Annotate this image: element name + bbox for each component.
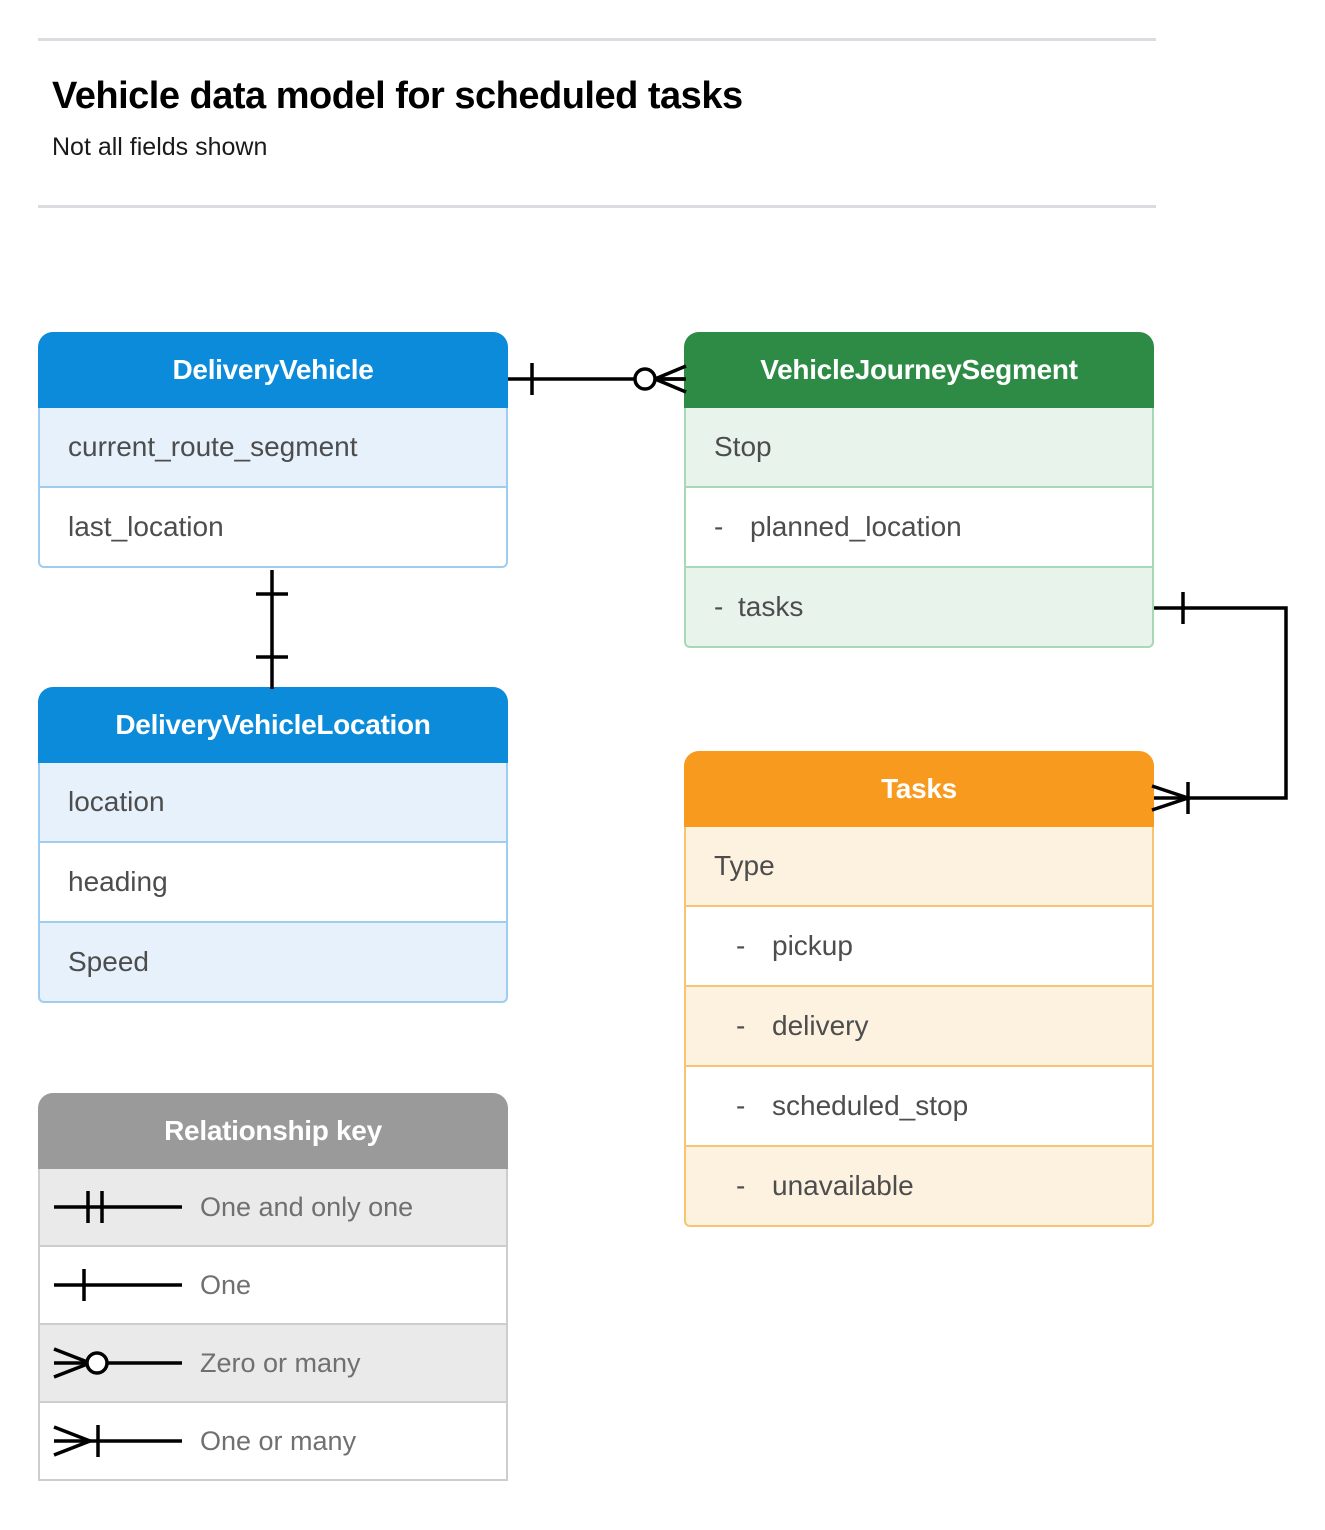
legend-item-label: One — [200, 1269, 252, 1300]
entity-field-row[interactable]: - planned_location — [684, 488, 1154, 568]
entity-field-row[interactable]: Type — [684, 827, 1154, 907]
legend-item-label: One and only one — [200, 1191, 414, 1222]
connector-deliveryvehicle-to-journeysegment — [508, 363, 687, 395]
entity-field-row[interactable]: - pickup — [684, 907, 1154, 987]
field-bullet-dash: - — [736, 930, 746, 961]
field-bullet-dash: - — [714, 591, 724, 622]
legend-item: One or many — [38, 1403, 508, 1481]
entity-field-row[interactable]: - tasks — [684, 568, 1154, 648]
entity-delivery-vehicle-location-title: DeliveryVehicleLocation — [38, 687, 508, 763]
legend-item-label: Zero or many — [200, 1347, 361, 1378]
relationship-key-legend: Relationship key One and only one One — [38, 1093, 508, 1481]
field-bullet-dash: - — [714, 511, 724, 542]
zero-or-many-icon — [40, 1341, 200, 1385]
entity-field-row[interactable]: location — [38, 763, 508, 843]
field-bullet-dash: - — [736, 1010, 746, 1041]
entity-delivery-vehicle[interactable]: DeliveryVehicle current_route_segment la… — [38, 332, 508, 568]
entity-field-row[interactable]: - delivery — [684, 987, 1154, 1067]
field-label: tasks — [738, 591, 804, 622]
entity-tasks[interactable]: Tasks Type - pickup - delivery - schedul… — [684, 751, 1154, 1227]
entity-vehicle-journey-segment-title: VehicleJourneySegment — [684, 332, 1154, 408]
field-bullet-dash: - — [736, 1170, 746, 1201]
entity-field-row[interactable]: last_location — [38, 488, 508, 568]
field-label: Stop — [714, 431, 772, 462]
entity-field-row[interactable]: Stop — [684, 408, 1154, 488]
field-bullet-dash: - — [736, 1090, 746, 1121]
entity-field-row[interactable]: - scheduled_stop — [684, 1067, 1154, 1147]
field-label: last_location — [68, 511, 224, 542]
entity-field-row[interactable]: - unavailable — [684, 1147, 1154, 1227]
field-label: Type — [714, 850, 775, 881]
entity-field-row[interactable]: heading — [38, 843, 508, 923]
page-subtitle: Not all fields shown — [52, 133, 268, 161]
field-label: planned_location — [750, 511, 962, 542]
legend-item-label: One or many — [200, 1425, 357, 1456]
field-label: Speed — [68, 946, 149, 977]
one-and-only-one-icon — [40, 1185, 200, 1229]
entity-field-row[interactable]: Speed — [38, 923, 508, 1003]
relationship-key-title: Relationship key — [38, 1093, 508, 1169]
field-label: current_route_segment — [68, 431, 358, 462]
entity-delivery-vehicle-title: DeliveryVehicle — [38, 332, 508, 408]
entity-delivery-vehicle-location[interactable]: DeliveryVehicleLocation location heading… — [38, 687, 508, 1003]
field-label: unavailable — [772, 1170, 914, 1201]
page-title: Vehicle data model for scheduled tasks — [52, 75, 743, 117]
field-label: heading — [68, 866, 168, 897]
legend-item: One — [38, 1247, 508, 1325]
one-or-many-icon — [40, 1419, 200, 1463]
field-label: pickup — [772, 930, 853, 961]
connector-deliveryvehicle-to-vehiclelocation — [256, 570, 288, 689]
legend-item: One and only one — [38, 1169, 508, 1247]
field-label: location — [68, 786, 165, 817]
entity-vehicle-journey-segment[interactable]: VehicleJourneySegment Stop - planned_loc… — [684, 332, 1154, 648]
entity-field-row[interactable]: current_route_segment — [38, 408, 508, 488]
field-label: delivery — [772, 1010, 869, 1041]
header-divider-top — [38, 38, 1156, 41]
connector-journeysegment-tasks-to-tasks — [1151, 592, 1288, 814]
entity-tasks-title: Tasks — [684, 751, 1154, 827]
one-icon — [40, 1263, 200, 1307]
header-divider-bottom — [38, 205, 1156, 208]
legend-item: Zero or many — [38, 1325, 508, 1403]
field-label: scheduled_stop — [772, 1090, 969, 1121]
